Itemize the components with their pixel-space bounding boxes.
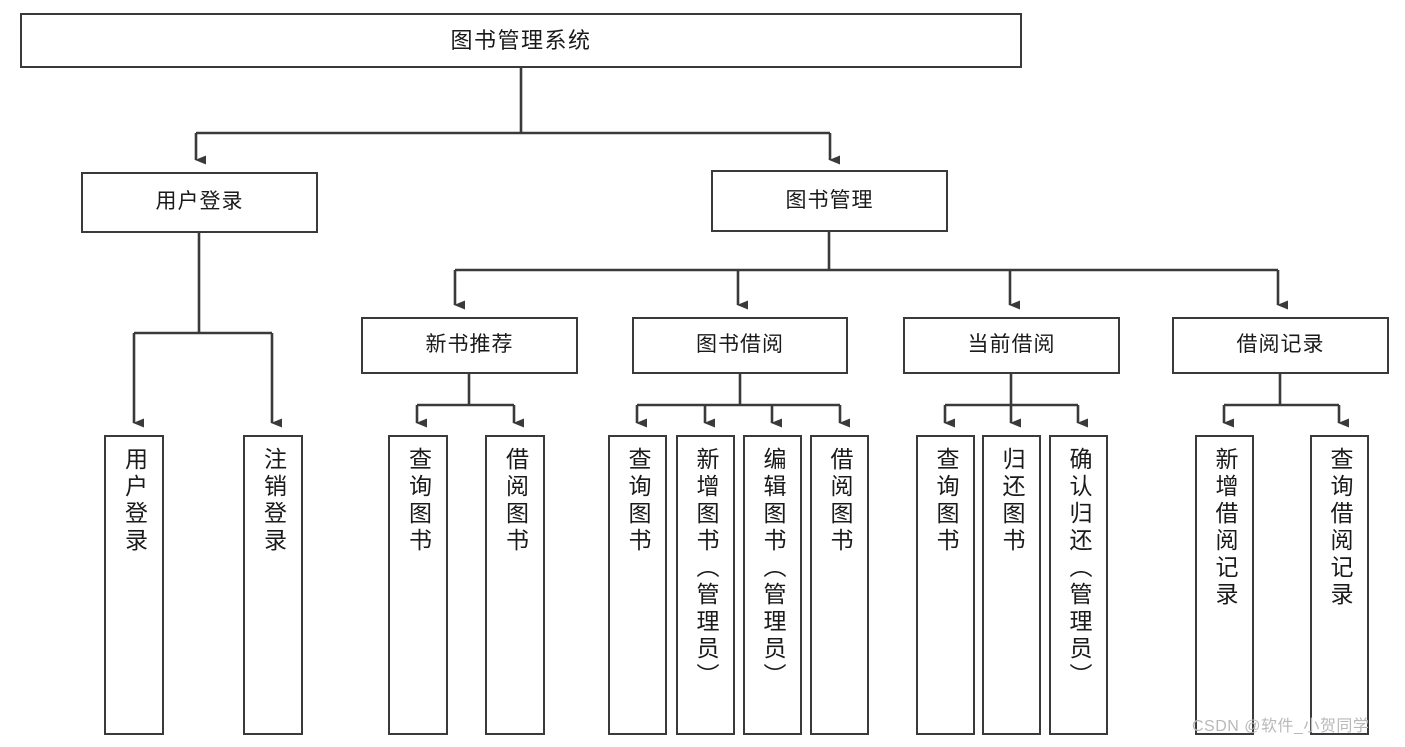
node-new-book-recommend[interactable]: 新书推荐: [361, 317, 578, 374]
node-label: 注销登录: [260, 447, 287, 555]
node-label: 当前借阅: [967, 333, 1056, 357]
csdn-watermark: CSDN @软件_小贺同学: [1192, 718, 1370, 735]
node-label: 新增借阅记录: [1212, 447, 1238, 609]
node-label: 借阅图书: [827, 447, 853, 555]
node-label: 新增图书（管理员）: [693, 447, 719, 690]
node-label: 用户登录: [121, 447, 148, 555]
node-label: 借阅记录: [1236, 333, 1325, 357]
node-borrow-record[interactable]: 借阅记录: [1172, 317, 1389, 374]
node-root-book-management-system[interactable]: 图书管理系统: [20, 13, 1022, 68]
leaf-query-book-2[interactable]: 查询图书: [608, 435, 667, 735]
node-current-borrow[interactable]: 当前借阅: [903, 317, 1120, 374]
leaf-edit-book-admin[interactable]: 编辑图书（管理员）: [743, 435, 802, 735]
node-book-borrow[interactable]: 图书借阅: [632, 317, 848, 374]
node-label: 图书借阅: [696, 333, 784, 357]
node-label: 查询图书: [405, 447, 432, 555]
node-label: 用户登录: [155, 190, 244, 214]
leaf-add-borrow-record[interactable]: 新增借阅记录: [1195, 435, 1254, 735]
node-label: 确认归还（管理员）: [1066, 447, 1092, 690]
node-label: 查询借阅记录: [1327, 447, 1353, 609]
leaf-confirm-return-admin[interactable]: 确认归还（管理员）: [1049, 435, 1108, 735]
leaf-query-book-3[interactable]: 查询图书: [916, 435, 975, 735]
leaf-return-book[interactable]: 归还图书: [982, 435, 1041, 735]
node-label: 查询图书: [933, 447, 959, 555]
node-label: 图书管理系统: [450, 27, 592, 53]
leaf-query-book-1[interactable]: 查询图书: [388, 435, 448, 735]
leaf-borrow-book-2[interactable]: 借阅图书: [810, 435, 869, 735]
node-label: 新书推荐: [425, 333, 514, 357]
node-user-login[interactable]: 用户登录: [81, 172, 318, 233]
node-label: 编辑图书（管理员）: [760, 447, 786, 690]
node-label: 归还图书: [999, 447, 1025, 555]
node-label: 借阅图书: [502, 447, 529, 555]
leaf-borrow-book-1[interactable]: 借阅图书: [485, 435, 545, 735]
node-book-management[interactable]: 图书管理: [711, 170, 948, 232]
node-label: 图书管理: [785, 188, 874, 212]
leaf-logout-login[interactable]: 注销登录: [243, 435, 303, 735]
leaf-add-book-admin[interactable]: 新增图书（管理员）: [676, 435, 735, 735]
leaf-query-borrow-record[interactable]: 查询借阅记录: [1310, 435, 1369, 735]
leaf-user-login[interactable]: 用户登录: [104, 435, 164, 735]
node-label: 查询图书: [625, 447, 651, 555]
